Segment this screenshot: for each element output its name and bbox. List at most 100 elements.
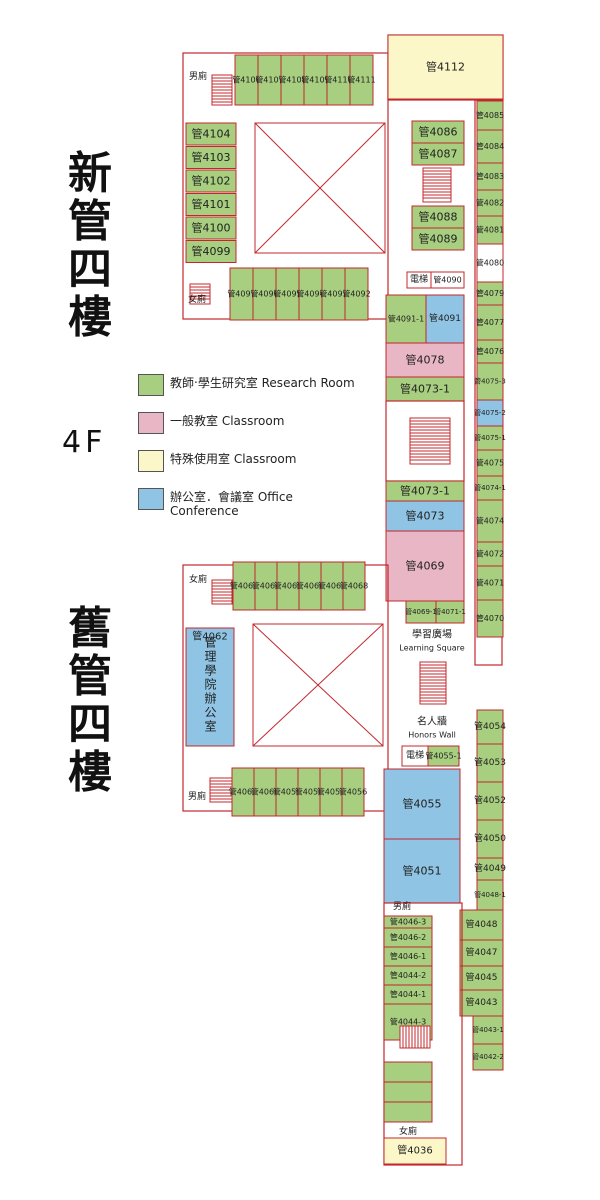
room-管4054[interactable]: 管4054 <box>474 709 506 745</box>
room-shape <box>185 193 237 216</box>
room-label: 管4055-1 <box>425 751 461 761</box>
room-電梯[interactable]: 電梯 <box>401 745 429 767</box>
room-管4065[interactable]: 管4065 <box>274 561 302 611</box>
room-label: 管4073-1 <box>400 382 450 396</box>
room-label: 管4096 <box>250 289 278 299</box>
room-管4087[interactable]: 管4087 <box>411 142 465 166</box>
room-管4073-1[interactable]: 管4073-1 <box>385 480 465 502</box>
room-管4036[interactable]: 管4036 <box>383 1137 447 1165</box>
room-label: 管4077 <box>476 317 504 327</box>
room-管4072[interactable]: 管4072 <box>476 541 504 567</box>
room-shape <box>185 216 237 240</box>
room-管4049[interactable]: 管4049 <box>474 857 506 881</box>
room-管4078[interactable]: 管4078 <box>385 342 465 378</box>
room-label: 管4057 <box>317 787 345 797</box>
room-管4045[interactable]: 管4045 <box>459 965 504 991</box>
room-管4102[interactable]: 管4102 <box>185 169 237 193</box>
room-shape <box>435 600 465 624</box>
room-管4046-1[interactable]: 管4046-1 <box>383 946 433 967</box>
room-管4104[interactable]: 管4104 <box>185 122 237 146</box>
room-label: 管4067 <box>318 581 346 591</box>
room-管4068[interactable]: 管4068 <box>340 561 368 611</box>
room-管4043[interactable]: 管4043 <box>459 989 504 1017</box>
legend-label-classroom: 一般教室 Classroom <box>170 414 285 428</box>
room-管4093[interactable]: 管4093 <box>319 267 348 321</box>
room-管4079[interactable]: 管4079 <box>476 281 504 306</box>
room-管4048-1[interactable]: 管4048-1 <box>474 879 506 911</box>
room-管4090[interactable]: 管4090 <box>430 271 465 289</box>
room-管4082[interactable]: 管4082 <box>476 189 504 217</box>
room-shape <box>383 1081 433 1103</box>
room-管4073-1[interactable]: 管4073-1 <box>385 376 465 402</box>
room-管4044-2[interactable]: 管4044-2 <box>383 965 433 986</box>
room-管4075-2[interactable]: 管4075-2 <box>474 399 506 427</box>
room-管4092[interactable]: 管4092 <box>342 267 371 321</box>
room-管4088[interactable]: 管4088 <box>411 205 465 229</box>
new-building-title-char: 四 <box>68 244 112 295</box>
room-管4099[interactable]: 管4099 <box>185 240 237 263</box>
room-管4075-3[interactable]: 管4075-3 <box>474 362 506 401</box>
room-管4075-1[interactable]: 管4075-1 <box>474 425 506 451</box>
stairs-icon <box>189 283 211 305</box>
room-管4074[interactable]: 管4074 <box>476 499 504 543</box>
room-label: 管4111 <box>347 75 375 85</box>
room-管4042-2[interactable]: 管4042-2 <box>472 1043 504 1071</box>
room-管4059[interactable]: 管4059 <box>273 767 301 817</box>
room-管4056[interactable]: 管4056 <box>339 767 367 817</box>
room-unit[interactable] <box>383 1061 433 1083</box>
room-label: 管4097 <box>227 289 255 299</box>
room-管4046-3[interactable]: 管4046-3 <box>383 915 433 929</box>
room-管4058[interactable]: 管4058 <box>295 767 323 817</box>
room-label: 管4043 <box>466 996 498 1008</box>
room-管4044-1[interactable]: 管4044-1 <box>383 984 433 1005</box>
room-管4051[interactable]: 管4051 <box>383 838 461 904</box>
room-管4085[interactable]: 管4085 <box>476 100 504 131</box>
room-label: 管4075-1 <box>474 433 506 442</box>
room-label: 管4058 <box>295 787 323 797</box>
room-label: 管4087 <box>419 147 458 161</box>
room-管4048[interactable]: 管4048 <box>459 909 504 941</box>
room-管4112[interactable]: 管4112 <box>387 34 504 100</box>
room-管4077[interactable]: 管4077 <box>476 304 504 341</box>
room-unit[interactable] <box>383 1101 433 1123</box>
room-管4091[interactable]: 管4091 <box>425 294 465 344</box>
room-管4050[interactable]: 管4050 <box>474 819 506 859</box>
room-管4055[interactable]: 管4055 <box>383 768 461 840</box>
room-管4084[interactable]: 管4084 <box>476 129 504 164</box>
room-管4083[interactable]: 管4083 <box>476 162 504 191</box>
room-管4103[interactable]: 管4103 <box>185 146 237 169</box>
room-管4089[interactable]: 管4089 <box>411 227 465 251</box>
room-管4075[interactable]: 管4075 <box>476 449 504 477</box>
room-label: 管4054 <box>474 720 506 732</box>
room-管4070[interactable]: 管4070 <box>476 599 504 638</box>
room-label: 管4063 <box>230 581 258 591</box>
room-label: 管4102 <box>192 174 231 188</box>
room-unit[interactable] <box>383 1081 433 1103</box>
room-管4053[interactable]: 管4053 <box>474 743 506 783</box>
room-管4069[interactable]: 管4069 <box>385 530 465 602</box>
room-管4101[interactable]: 管4101 <box>185 193 237 216</box>
room-管4081[interactable]: 管4081 <box>476 215 504 245</box>
room-管4074-1[interactable]: 管4074-1 <box>474 475 506 501</box>
room-管4046-2[interactable]: 管4046-2 <box>383 927 433 948</box>
room-管4111[interactable]: 管4111 <box>347 54 376 106</box>
room-label: 管4072 <box>476 549 504 559</box>
room-管4071-1[interactable]: 管4071-1 <box>434 600 466 624</box>
room-管4080[interactable]: 管4080 <box>476 243 504 283</box>
college-office-room-label: 管4062 <box>192 630 227 643</box>
room-管4076[interactable]: 管4076 <box>476 339 504 364</box>
room-管4086[interactable]: 管4086 <box>411 120 465 144</box>
legend-item-special: 特殊使用室 Classroom <box>138 448 378 478</box>
room-管4055-1[interactable]: 管4055-1 <box>425 745 462 767</box>
room-管4073[interactable]: 管4073 <box>385 500 465 532</box>
room-管4071[interactable]: 管4071 <box>476 565 504 601</box>
room-管4052[interactable]: 管4052 <box>474 781 506 821</box>
room-管4100[interactable]: 管4100 <box>185 216 237 240</box>
room-管4047[interactable]: 管4047 <box>459 939 504 967</box>
room-管4069-1[interactable]: 管4069-1 <box>405 600 437 624</box>
room-管4091-1[interactable]: 管4091-1 <box>385 294 427 344</box>
room-電梯[interactable]: 電梯 <box>406 271 432 289</box>
room-管4043-1[interactable]: 管4043-1 <box>472 1015 504 1045</box>
room-shape <box>472 1015 504 1045</box>
